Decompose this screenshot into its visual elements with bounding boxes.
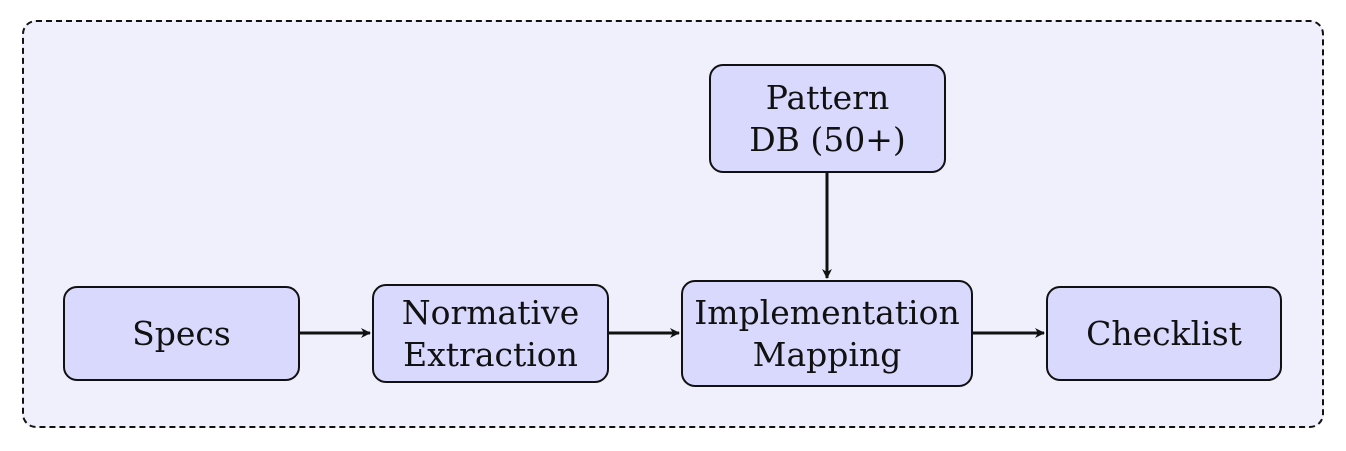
node-specs-label: Specs bbox=[132, 313, 231, 353]
node-pattern-db-label-line-1: Pattern bbox=[765, 77, 890, 117]
node-checklist: Checklist bbox=[1046, 286, 1282, 381]
node-implementation-mapping-label-line-2: Mapping bbox=[752, 334, 902, 374]
node-normative-extraction-label-line-1: Normative bbox=[401, 292, 580, 332]
node-implementation-mapping-label-line-1: Implementation bbox=[694, 292, 960, 332]
node-pattern-db: Pattern DB (50+) bbox=[709, 64, 946, 173]
node-implementation-mapping: Implementation Mapping bbox=[681, 280, 973, 387]
node-normative-extraction-label-line-2: Extraction bbox=[403, 334, 578, 374]
node-normative-extraction: Normative Extraction bbox=[372, 284, 609, 383]
node-pattern-db-label-line-2: DB (50+) bbox=[749, 119, 906, 159]
node-specs: Specs bbox=[63, 286, 300, 381]
node-checklist-label: Checklist bbox=[1086, 313, 1242, 353]
